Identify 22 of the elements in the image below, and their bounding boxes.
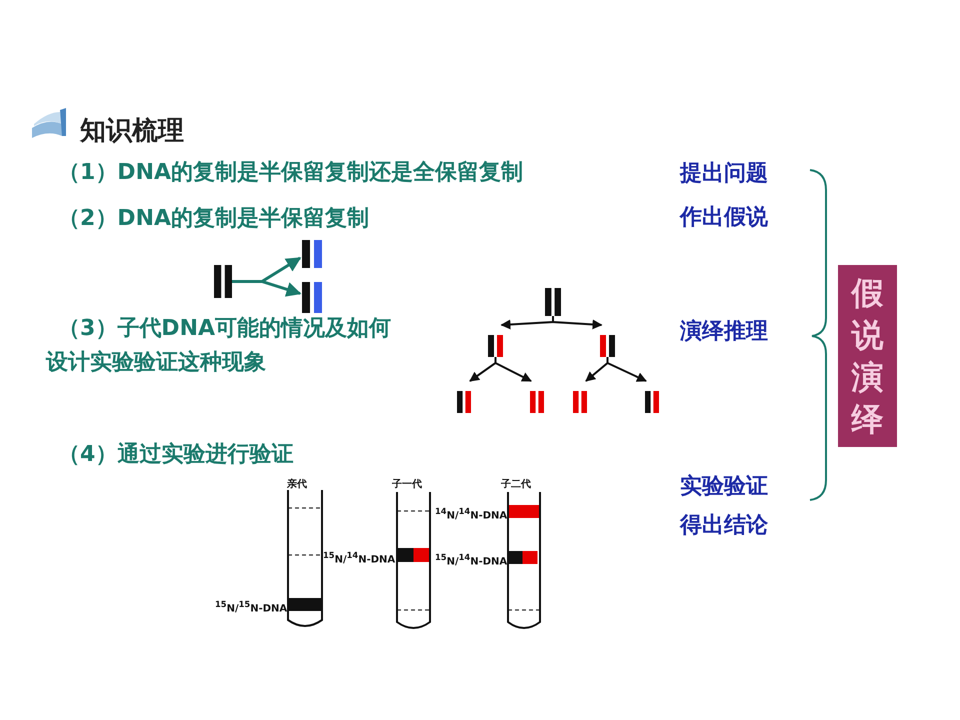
item-text: （1）DNA的复制是半保留复制还是全保留复制 (58, 159, 524, 187)
band-label: $^{15}$N/$^{14}$N-DNA (323, 549, 396, 566)
item-text: （2）DNA的复制是半保留复制 (58, 205, 370, 233)
heading: 知识梳理 (80, 115, 184, 148)
title-box: 假说演绎 (838, 265, 897, 447)
arrow (494, 357, 532, 382)
arrow (232, 280, 302, 297)
step-label: 作出假说 (680, 204, 768, 232)
band-label: $^{15}$N/$^{15}$N-DNA (215, 598, 288, 616)
item-text: （3）子代DNA可能的情况及如何设计实验验证这种现象 (46, 315, 392, 377)
tube-label: 子一代 (392, 479, 422, 491)
step-label: 得出结论 (680, 512, 768, 540)
step-label: 实验验证 (680, 473, 768, 501)
step-label: 演绎推理 (680, 318, 768, 346)
band-label: $^{15}$N/$^{14}$N-DNA (435, 551, 508, 568)
arrow (552, 316, 602, 330)
step-label: 提出问题 (680, 160, 768, 188)
tube-label: 亲代 (287, 479, 307, 491)
item-text: （4）通过实验进行验证 (58, 441, 294, 469)
band-label: $^{14}$N/$^{14}$N-DNA (435, 505, 508, 522)
arrow (606, 357, 647, 382)
tube-label: 子二代 (501, 479, 531, 491)
